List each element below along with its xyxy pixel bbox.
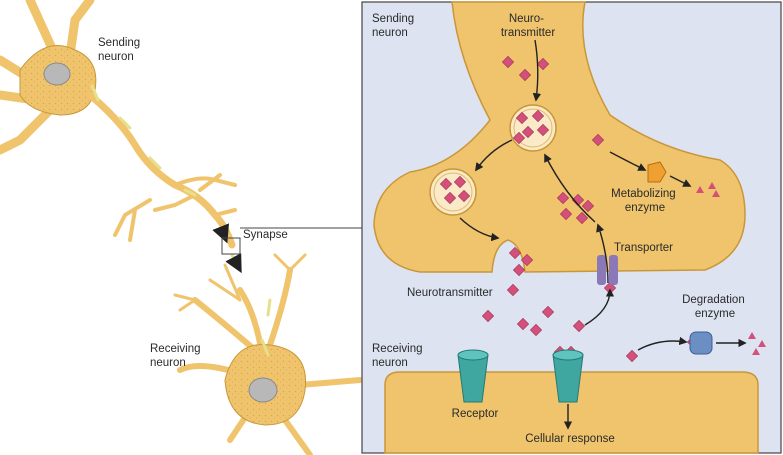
neurotransmitter-molecule	[457, 189, 471, 203]
neurotransmitter-molecule	[443, 191, 457, 205]
sending-neuron-label-line: neuron	[98, 51, 134, 63]
metabolizing-enzyme-label: Metabolizing enzyme	[611, 188, 679, 214]
neurotransmitter-molecule	[536, 123, 550, 137]
receiving-neuron-label-line: Receiving	[150, 343, 201, 355]
neurotransmitter-top-label-line: transmitter	[501, 27, 555, 39]
neurotransmitter-molecule	[559, 207, 573, 221]
inset-sending-neuron-label-line: neuron	[372, 27, 408, 39]
neurotransmitter-molecule	[518, 68, 532, 82]
neurotransmitter-molecule	[515, 111, 529, 125]
neurotransmitter-molecule	[512, 263, 526, 277]
neurotransmitter-cleft-label: Neurotransmitter	[407, 287, 493, 299]
synapse-label: Synapse	[243, 229, 288, 241]
degradation-enzyme-label-line: Degradation	[682, 294, 745, 306]
fragment-icon	[748, 332, 756, 339]
neurotransmitter-molecule	[516, 317, 530, 331]
neurotransmitter-molecule	[501, 55, 515, 69]
neurotransmitter-molecule	[572, 319, 586, 333]
metabolizing-enzyme	[647, 161, 667, 183]
neurotransmitter-molecule	[520, 253, 534, 267]
vesicle	[429, 168, 477, 216]
pathway-arrows	[459, 39, 747, 430]
neurotransmitter-molecule	[541, 305, 555, 319]
neurotransmitter-molecule	[556, 191, 570, 205]
neurotransmitter-molecule	[536, 57, 550, 71]
neurotransmitter-molecule	[625, 349, 639, 363]
inset-sending-neuron-label: Sending neuron	[372, 13, 417, 39]
neurotransmitter-molecule	[481, 309, 495, 323]
neurotransmitter-molecule	[508, 246, 522, 260]
transporter	[597, 255, 618, 285]
receptor	[457, 349, 489, 403]
neurotransmitter-molecule	[529, 323, 543, 337]
degradation-enzyme-label-line: enzyme	[695, 308, 735, 320]
sending-neuron	[0, 0, 235, 245]
metabolizing-enzyme-label-line: enzyme	[625, 202, 665, 214]
neurotransmitter-molecule	[571, 193, 585, 207]
neurotransmitter-molecule	[581, 199, 595, 213]
receiving-neuron-label: Receiving neuron	[150, 343, 204, 369]
neurotransmitter-top-label: Neuro- transmitter	[501, 13, 555, 39]
synapse-box	[221, 237, 241, 255]
degradation-enzyme	[689, 331, 713, 355]
fragment-icon	[752, 348, 760, 355]
inset-receiving-neuron-label-line: neuron	[372, 357, 408, 369]
neurotransmitter-molecule	[521, 125, 535, 139]
inset-sending-neuron-label-line: Sending	[372, 13, 414, 25]
neurotransmitter-molecule	[531, 109, 545, 123]
neurotransmitter-molecule	[506, 283, 520, 297]
receptor	[552, 349, 584, 403]
fragment-icon	[712, 190, 720, 197]
neurotransmitter-top-label-line: Neuro-	[509, 13, 544, 25]
degradation-enzyme-label: Degradation enzyme	[682, 294, 748, 320]
sending-neuron-label-line: Sending	[98, 37, 140, 49]
inset-receiving-neuron-label-line: Receiving	[372, 343, 423, 355]
receptor-label: Receptor	[452, 408, 499, 420]
transporter-label: Transporter	[614, 242, 673, 254]
receiving-neuron-label-line: neuron	[150, 357, 186, 369]
neurotransmitter-molecule	[591, 133, 605, 147]
cellular-response-label: Cellular response	[525, 433, 615, 445]
neurotransmitter-molecule	[512, 131, 526, 145]
neurotransmitter-molecule	[439, 177, 453, 191]
metabolizing-enzyme-label-line: Metabolizing	[611, 188, 676, 200]
fragment-icon	[696, 186, 704, 193]
inset-receiving-neuron-label: Receiving neuron	[372, 343, 426, 369]
neurotransmitter-molecule	[453, 175, 467, 189]
sending-neuron-label: Sending neuron	[98, 37, 143, 63]
fragment-icon	[708, 182, 716, 189]
receiving-neuron	[173, 255, 363, 455]
neurotransmitter-molecule	[575, 211, 589, 225]
vesicle	[509, 104, 557, 152]
fragment-icon	[758, 340, 766, 347]
